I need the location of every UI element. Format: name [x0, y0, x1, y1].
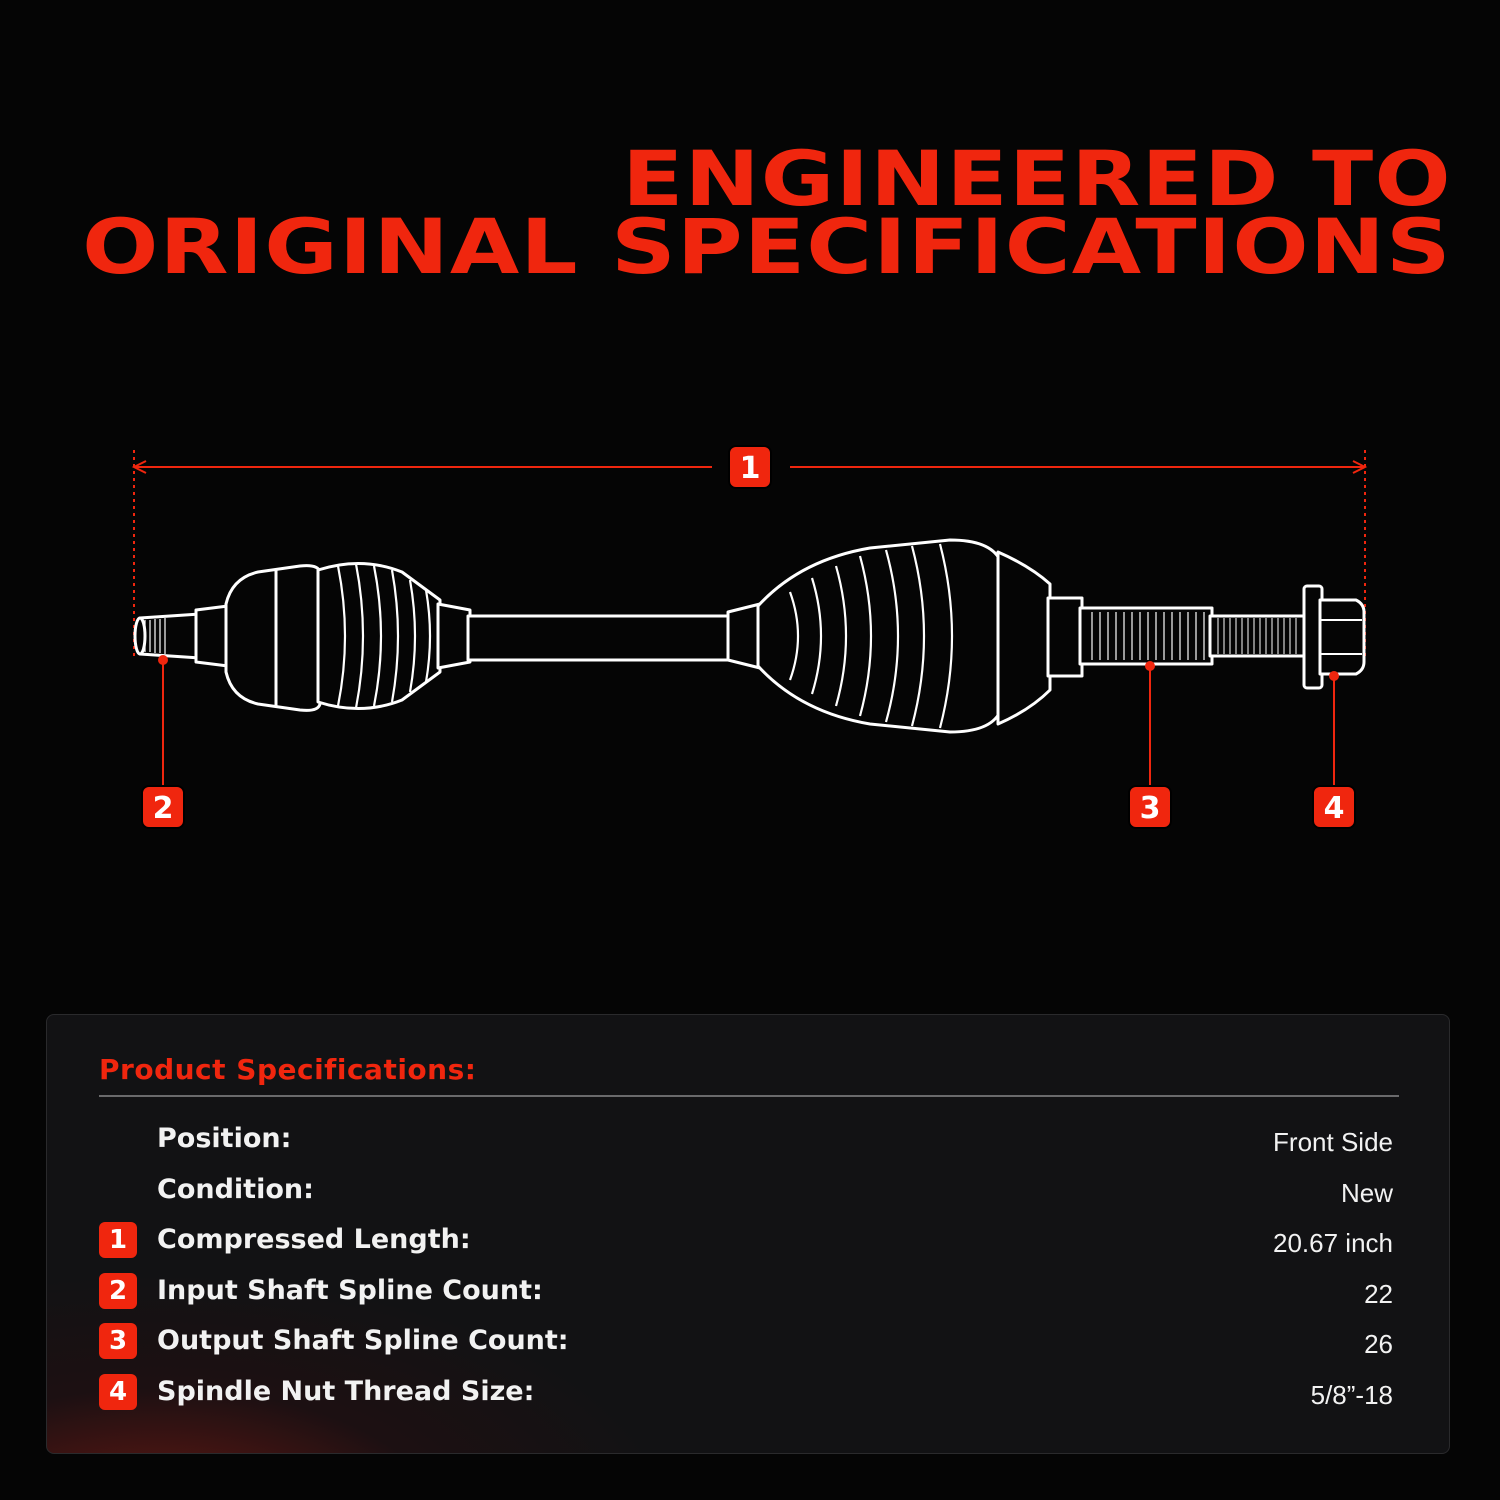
- spec-row-input-spline-count: 2 Input Shaft Spline Count: 22: [99, 1271, 1393, 1311]
- spindle-nut: [1318, 598, 1366, 676]
- spec-value: 5/8”-18: [1310, 1380, 1393, 1410]
- callout-1-label: 1: [740, 451, 761, 486]
- callout-2: 2: [141, 785, 185, 829]
- spec-label: Spindle Nut Thread Size:: [157, 1376, 535, 1407]
- spec-row-output-spline-count: 3 Output Shaft Spline Count: 26: [99, 1321, 1393, 1361]
- dimension-line: [131, 450, 1368, 660]
- spec-label: Condition:: [157, 1174, 314, 1205]
- panel-title: Product Specifications:: [99, 1053, 477, 1086]
- spec-row-condition: Condition: New: [99, 1170, 1393, 1210]
- cv-axle-diagram: 1 2 3 4: [131, 445, 1368, 829]
- callout-3-label: 3: [1140, 791, 1161, 826]
- spec-badge: 2: [99, 1273, 137, 1309]
- panel-divider: [99, 1095, 1399, 1097]
- spec-badge: 3: [99, 1323, 137, 1359]
- spec-label: Position:: [157, 1123, 292, 1154]
- output-spline-shaft: [1078, 606, 1214, 666]
- callout-4-label: 4: [1324, 791, 1345, 826]
- callout-3: 3: [1128, 785, 1172, 829]
- spec-label: Compressed Length:: [157, 1224, 471, 1255]
- spec-row-position: Position: Front Side: [99, 1119, 1393, 1159]
- inner-tripod-housing: [224, 564, 322, 712]
- callout-2-label: 2: [153, 791, 174, 826]
- axle-bar: [466, 614, 732, 662]
- spec-value: 22: [1364, 1279, 1393, 1309]
- inner-collar: [194, 604, 230, 668]
- leader-dots: [158, 655, 1339, 681]
- input-stub-shaft: [138, 612, 202, 660]
- spec-value: New: [1340, 1178, 1393, 1208]
- spec-value: Front Side: [1273, 1127, 1393, 1157]
- headline: ENGINEERED TO ORIGINAL SPECIFICATIONS: [82, 134, 1452, 291]
- spec-label: Output Shaft Spline Count:: [157, 1325, 569, 1356]
- headline-line-1: ENGINEERED TO: [622, 134, 1452, 223]
- outer-boot-clamp: [726, 602, 762, 670]
- specifications-panel: Product Specifications: Position: Front …: [46, 1014, 1450, 1454]
- spec-badge: 4: [99, 1374, 137, 1410]
- spec-value: 26: [1364, 1329, 1393, 1359]
- outer-boot: [756, 538, 1002, 734]
- outer-collar: [1046, 596, 1084, 678]
- inner-boot-clamp: [436, 602, 472, 670]
- callout-1: 1: [728, 445, 772, 489]
- spec-badge: 1: [99, 1222, 137, 1258]
- outer-cv-housing: [996, 550, 1052, 726]
- inner-boot: [316, 562, 442, 710]
- axle-line-art: [133, 538, 1366, 734]
- spec-row-spindle-nut-thread: 4 Spindle Nut Thread Size: 5/8”-18: [99, 1372, 1393, 1412]
- leader-lines: [162, 660, 1335, 786]
- threaded-end: [1208, 614, 1310, 658]
- spec-row-compressed-length: 1 Compressed Length: 20.67 inch: [99, 1220, 1393, 1260]
- callout-4: 4: [1312, 785, 1356, 829]
- headline-line-2: ORIGINAL SPECIFICATIONS: [82, 202, 1452, 291]
- spec-value: 20.67 inch: [1273, 1228, 1393, 1258]
- spec-label: Input Shaft Spline Count:: [157, 1275, 543, 1306]
